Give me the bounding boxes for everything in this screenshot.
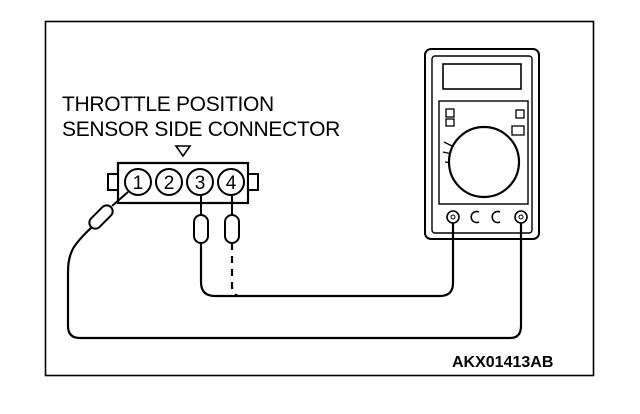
terminal-jack <box>446 210 460 224</box>
connector-left-tab <box>107 173 119 191</box>
multimeter-display <box>442 63 522 90</box>
multimeter-button <box>445 108 455 118</box>
terminal-jack <box>491 210 501 224</box>
probe-handle <box>224 214 240 244</box>
multimeter-dial <box>447 125 521 199</box>
connector-right-tab <box>247 173 259 191</box>
multimeter-selector-housing <box>438 100 529 205</box>
multimeter-inner-panel <box>431 55 533 234</box>
terminal-jack-center <box>518 214 524 220</box>
connector-pin-4: 4 <box>217 168 245 196</box>
multimeter-button <box>445 118 455 127</box>
pin-label: 3 <box>195 173 206 194</box>
multimeter-icon <box>424 48 540 240</box>
connector-pin-2: 2 <box>155 168 183 196</box>
test-lead-pin-3 <box>199 223 455 298</box>
terminal-jack-center <box>450 214 456 220</box>
terminal-jack <box>514 210 528 224</box>
connector-label-line-2: SENSOR SIDE CONNECTOR <box>62 118 341 141</box>
connector-pin-3: 3 <box>186 168 214 196</box>
probe-handle <box>88 204 114 230</box>
connector-label-line-1: THROTTLE POSITION <box>62 93 274 116</box>
multimeter-button <box>511 125 525 136</box>
diagram-frame <box>44 20 595 377</box>
pin-label: 2 <box>164 173 175 194</box>
figure-code: AKX01413AB <box>452 354 554 371</box>
probe-handle <box>193 214 209 244</box>
test-lead-pin-1 <box>66 223 523 340</box>
test-probe-icon <box>88 191 240 244</box>
test-lead-pin-4-dashed <box>230 243 239 298</box>
triangle-marker-icon <box>174 145 192 158</box>
multimeter-button <box>515 109 525 119</box>
probe-tip <box>111 191 129 207</box>
pin-label: 1 <box>133 173 144 194</box>
terminal-jack <box>470 210 480 224</box>
throttle-position-sensor-connector: 1 2 3 4 <box>107 145 259 205</box>
connector-pin-1: 1 <box>124 168 152 196</box>
pin-label: 4 <box>226 173 237 194</box>
